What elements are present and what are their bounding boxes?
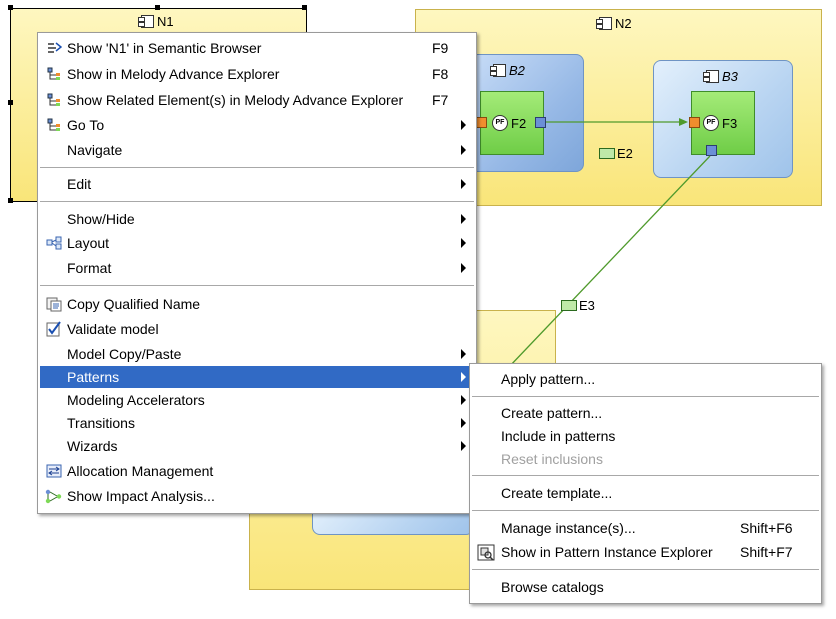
exchange-e3-line <box>507 155 711 369</box>
menu-item-layout[interactable]: Layout <box>40 232 474 254</box>
submenu-arrow-icon <box>461 145 466 155</box>
behavior-b3[interactable]: B3 <box>653 60 793 178</box>
menu-item-allocation-management[interactable]: Allocation Management <box>40 460 474 482</box>
selection-handle[interactable] <box>8 5 13 10</box>
pf-icon: PF <box>492 115 508 131</box>
function-f2[interactable]: PF F2 <box>480 91 544 155</box>
menu-item-copy-qualified-name[interactable]: Copy Qualified Name <box>40 293 474 315</box>
submenu-item-create-template[interactable]: Create template... <box>501 485 613 501</box>
submenu-item-show-pattern-instance-explorer[interactable]: Show in Pattern Instance Explorer Shift+… <box>472 541 819 563</box>
functional-exchange-icon <box>561 300 577 311</box>
component-icon <box>596 17 612 30</box>
menu-item-show-hide[interactable]: Show/Hide <box>40 208 474 230</box>
behavior-b3-label: B3 <box>703 69 738 84</box>
component-icon <box>703 70 719 83</box>
submenu-arrow-icon <box>461 418 466 428</box>
submenu-arrow-icon <box>461 120 466 130</box>
submenu-item-manage-instances[interactable]: Manage instance(s)... Shift+F6 <box>501 520 793 536</box>
function-f3-label: PF F3 <box>703 115 737 131</box>
node-n2-name: N2 <box>615 16 632 31</box>
exchange-e2-label[interactable]: E2 <box>599 146 633 161</box>
submenu-arrow-icon <box>461 238 466 248</box>
selection-handle[interactable] <box>8 100 13 105</box>
impact-analysis-icon <box>45 488 62 504</box>
node-n1-label: N1 <box>138 14 174 29</box>
function-f3-in-port[interactable] <box>689 117 700 128</box>
submenu-arrow-icon <box>461 263 466 273</box>
component-icon <box>490 64 506 77</box>
menu-item-patterns[interactable]: Patterns <box>40 366 474 388</box>
pf-icon: PF <box>703 115 719 131</box>
semantic-browser-icon <box>45 40 62 56</box>
submenu-arrow-icon <box>461 372 466 382</box>
menu-item-validate-model[interactable]: Validate model <box>40 318 474 340</box>
copy-name-icon <box>45 296 62 312</box>
menu-item-show-impact-analysis[interactable]: Show Impact Analysis... <box>40 485 474 507</box>
menu-item-transitions[interactable]: Transitions <box>40 412 474 434</box>
functional-exchange-icon <box>599 148 615 159</box>
explorer-tree-icon <box>45 66 62 82</box>
menu-separator <box>472 396 819 398</box>
validate-check-icon <box>45 321 62 337</box>
menu-separator <box>40 285 474 287</box>
submenu-item-create-pattern[interactable]: Create pattern... <box>501 405 603 421</box>
exchange-e3-label[interactable]: E3 <box>561 298 595 313</box>
layout-icon <box>45 235 62 251</box>
selection-handle[interactable] <box>302 5 307 10</box>
menu-item-go-to[interactable]: Go To <box>40 114 474 136</box>
menu-item-model-copy-paste[interactable]: Model Copy/Paste <box>40 343 474 365</box>
menu-separator <box>40 167 474 169</box>
submenu-item-browse-catalogs[interactable]: Browse catalogs <box>501 579 604 595</box>
function-f3[interactable]: PF F3 <box>691 91 755 155</box>
node-n1-name: N1 <box>157 14 174 29</box>
submenu-arrow-icon <box>461 349 466 359</box>
menu-separator <box>40 201 474 203</box>
menu-separator <box>472 510 819 512</box>
exchange-e2-arrowhead <box>679 118 688 126</box>
component-icon <box>138 15 154 28</box>
submenu-arrow-icon <box>461 441 466 451</box>
behavior-b2-label: B2 <box>490 63 525 78</box>
selection-handle[interactable] <box>155 5 160 10</box>
menu-item-wizards[interactable]: Wizards <box>40 435 474 457</box>
submenu-arrow-icon <box>461 214 466 224</box>
selection-handle[interactable] <box>8 198 13 203</box>
submenu-item-apply-pattern[interactable]: Apply pattern... <box>501 371 596 387</box>
menu-item-navigate[interactable]: Navigate <box>40 139 474 161</box>
node-n2-label: N2 <box>596 16 632 31</box>
pattern-explorer-icon <box>476 544 496 561</box>
menu-separator <box>472 475 819 477</box>
context-menu: Show 'N1' in Semantic Browser F9 Show in… <box>37 32 477 514</box>
submenu-item-reset-inclusions: Reset inclusions <box>501 451 603 467</box>
menu-item-modeling-accelerators[interactable]: Modeling Accelerators <box>40 389 474 411</box>
explorer-tree-icon <box>45 117 62 133</box>
submenu-arrow-icon <box>461 179 466 189</box>
function-f2-out-port[interactable] <box>535 117 546 128</box>
menu-item-show-melody-explorer[interactable]: Show in Melody Advance Explorer F8 <box>40 63 474 85</box>
menu-item-edit[interactable]: Edit <box>40 173 474 195</box>
allocation-icon <box>45 463 62 479</box>
explorer-tree-icon <box>45 92 62 108</box>
menu-item-show-semantic-browser[interactable]: Show 'N1' in Semantic Browser F9 <box>40 37 474 59</box>
submenu-arrow-icon <box>461 395 466 405</box>
menu-item-show-related-elements[interactable]: Show Related Element(s) in Melody Advanc… <box>40 89 474 111</box>
function-f2-label: PF F2 <box>492 115 526 131</box>
menu-item-format[interactable]: Format <box>40 257 474 279</box>
menu-separator <box>472 569 819 571</box>
patterns-submenu: Apply pattern... Create pattern... Inclu… <box>469 363 822 604</box>
function-f3-out-port[interactable] <box>706 145 717 156</box>
submenu-item-include-in-patterns[interactable]: Include in patterns <box>501 428 616 444</box>
